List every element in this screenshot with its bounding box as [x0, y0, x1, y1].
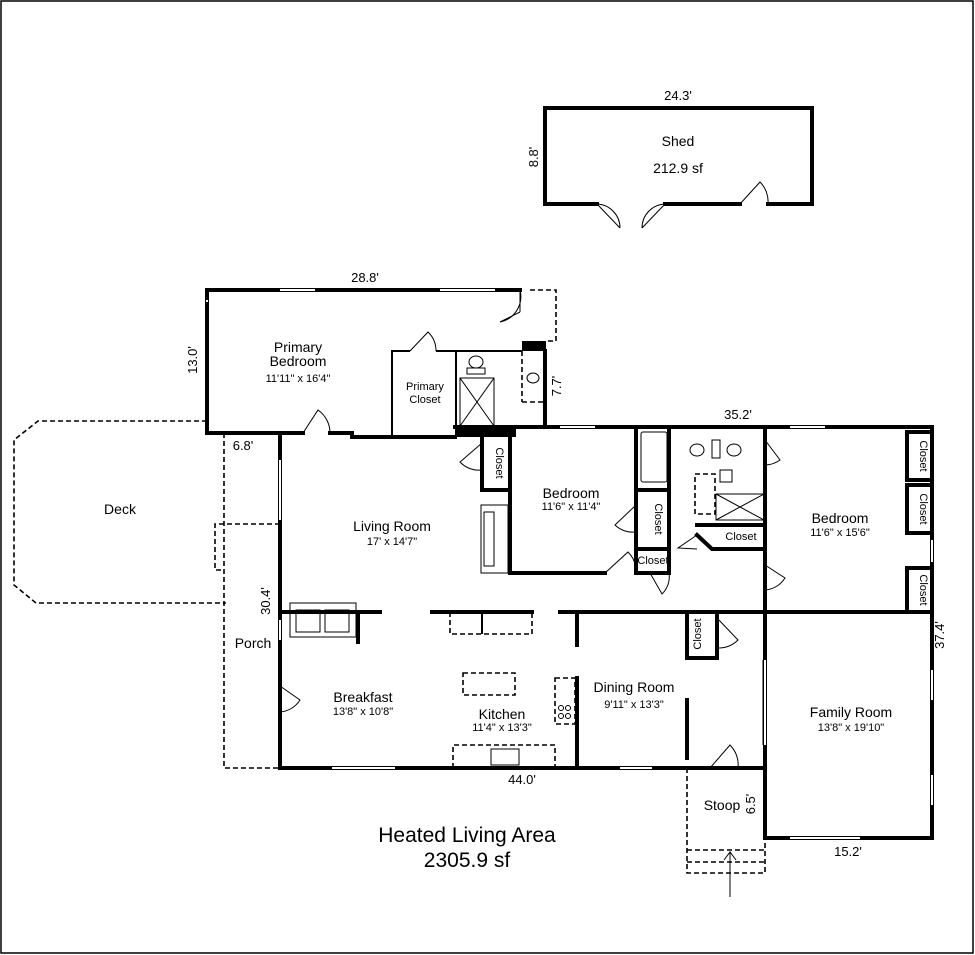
right-closet-3-label: Closet	[917, 574, 929, 605]
bedroom-right-name: Bedroom	[812, 510, 869, 526]
bedroom-middle-name: Bedroom	[543, 485, 600, 501]
kitchen-name: Kitchen	[479, 706, 526, 722]
dining-room-name: Dining Room	[594, 679, 675, 695]
shed	[543, 106, 814, 229]
deck-width: 6.8'	[233, 438, 254, 453]
bedroom-middle-closet-label: Closet	[652, 503, 664, 534]
living-room-size: 17' x 14'7"	[367, 536, 417, 548]
right-width: 35.2'	[724, 407, 752, 422]
right-depth: 37.4'	[932, 621, 947, 649]
bedroom-middle-size: 11'6" x 11'4"	[542, 501, 601, 513]
bottom-width: 44.0'	[508, 772, 536, 787]
primary-closet-1: Primary	[406, 381, 444, 393]
heated-area-value: 2305.9 sf	[424, 849, 511, 872]
hall-closet-label: Closet	[725, 531, 756, 543]
shed-name: Shed	[662, 133, 695, 149]
stoop-depth: 6.5'	[743, 794, 758, 815]
right-closet-2-label: Closet	[917, 493, 929, 524]
stoop-name: Stoop	[704, 797, 741, 813]
living-closet-label: Closet	[493, 447, 505, 478]
right-closet-1-label: Closet	[917, 440, 929, 471]
small-closet-label: Closet	[637, 555, 668, 567]
bedroom-right-size: 11'6" x 15'6"	[810, 527, 870, 539]
heated-area-title: Heated Living Area	[378, 824, 556, 847]
family-room-size: 13'8" x 19'10"	[818, 722, 885, 734]
primary-closet-2: Closet	[409, 394, 440, 406]
interior-walls	[278, 425, 934, 897]
dining-room-size: 9'11" x 13'3"	[604, 699, 664, 711]
bath-depth: 7.7'	[549, 376, 564, 397]
primary-wing	[205, 288, 557, 439]
dining-closet-label: Closet	[692, 618, 704, 649]
deck	[13, 420, 280, 769]
shed-area: 212.9 sf	[653, 160, 703, 176]
deck-name: Deck	[104, 501, 137, 517]
porch-name: Porch	[235, 635, 272, 651]
family-room-width: 15.2'	[834, 844, 862, 859]
shed-width: 24.3'	[664, 88, 692, 103]
primary-bedroom-size: 11'11" x 16'4"	[266, 373, 331, 385]
kitchen-size: 11'4" x 13'3"	[472, 722, 532, 734]
primary-width: 28.8'	[351, 270, 379, 285]
main-house	[278, 425, 934, 840]
primary-depth: 13.0'	[185, 346, 200, 374]
family-room-name: Family Room	[810, 704, 892, 720]
breakfast-name: Breakfast	[333, 689, 392, 705]
breakfast-size: 13'8" x 10'8"	[333, 706, 393, 718]
living-room-name: Living Room	[353, 518, 431, 534]
primary-bedroom-name-2: Bedroom	[270, 353, 327, 369]
porch-length: 30.4'	[258, 587, 273, 615]
shed-depth: 8.8'	[526, 147, 541, 168]
primary-bedroom-name-1: Primary	[274, 339, 322, 355]
